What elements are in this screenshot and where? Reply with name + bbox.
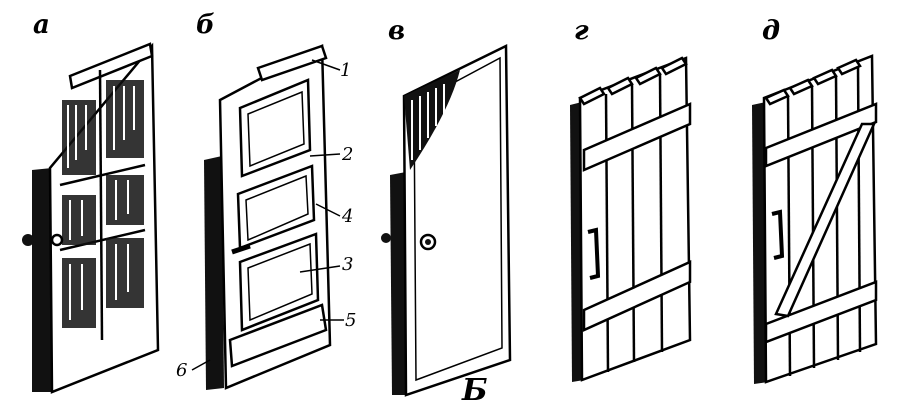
callout-5: 5	[345, 310, 357, 331]
label-door-v: в	[388, 16, 406, 46]
label-door-b: б	[196, 10, 215, 40]
door-a-glazed	[22, 42, 160, 394]
label-door-a: а	[33, 10, 50, 40]
door-b-panel	[191, 43, 344, 390]
door-g-plank	[570, 56, 692, 382]
label-door-d: д	[762, 16, 781, 46]
door-v-glass	[381, 44, 512, 397]
door-a-panes	[62, 80, 144, 328]
label-door-g: г	[574, 16, 589, 46]
callout-6: 6	[176, 360, 188, 381]
figure-caption: Б	[462, 373, 488, 408]
callout-4: 4	[342, 206, 354, 227]
callout-1: 1	[340, 60, 352, 81]
callout-3: 3	[342, 254, 354, 275]
door-d-zbrace	[752, 54, 878, 384]
callout-2: 2	[342, 144, 354, 165]
